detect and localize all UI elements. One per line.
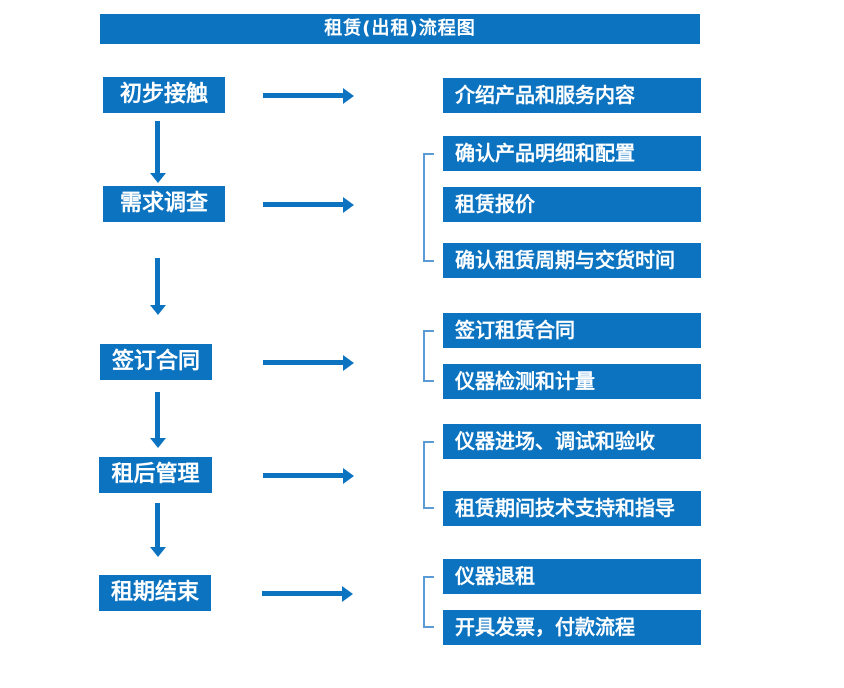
bracket-sign-contract (423, 330, 434, 382)
detail-box-invoice-payment: 开具发票，付款流程 (443, 610, 701, 645)
detail-box-instrument-return: 仪器退租 (443, 559, 701, 594)
arrow-right-icon (263, 196, 354, 213)
step-box-initial-contact: 初步接触 (103, 77, 225, 113)
arrow-right-icon (263, 467, 354, 484)
arrow-down-icon (149, 258, 166, 315)
bracket-post-rental (423, 441, 434, 509)
step-box-demand-survey: 需求调查 (103, 186, 225, 222)
arrow-right-icon (262, 585, 353, 602)
detail-box-intro-products: 介绍产品和服务内容 (443, 78, 701, 113)
bracket-lease-end (423, 576, 434, 628)
arrow-down-icon (149, 392, 166, 448)
bracket-demand-survey (423, 153, 434, 262)
detail-box-confirm-period: 确认租赁周期与交货时间 (443, 243, 701, 278)
detail-box-rental-quote: 租赁报价 (443, 187, 701, 222)
detail-box-instrument-test: 仪器检测和计量 (443, 364, 701, 399)
arrow-down-icon (149, 503, 166, 557)
arrow-right-icon (263, 87, 354, 104)
detail-box-sign-lease: 签订租赁合同 (443, 313, 701, 348)
step-box-sign-contract: 签订合同 (100, 344, 212, 380)
chart-title: 租赁(出租)流程图 (100, 14, 700, 44)
arrow-right-icon (263, 354, 354, 371)
detail-box-confirm-config: 确认产品明细和配置 (443, 136, 701, 171)
step-box-post-rental: 租后管理 (99, 457, 212, 493)
detail-box-instrument-entry: 仪器进场、调试和验收 (443, 424, 701, 459)
arrow-down-icon (149, 121, 166, 183)
step-box-lease-end: 租期结束 (99, 575, 211, 611)
detail-box-tech-support: 租赁期间技术支持和指导 (443, 491, 701, 526)
